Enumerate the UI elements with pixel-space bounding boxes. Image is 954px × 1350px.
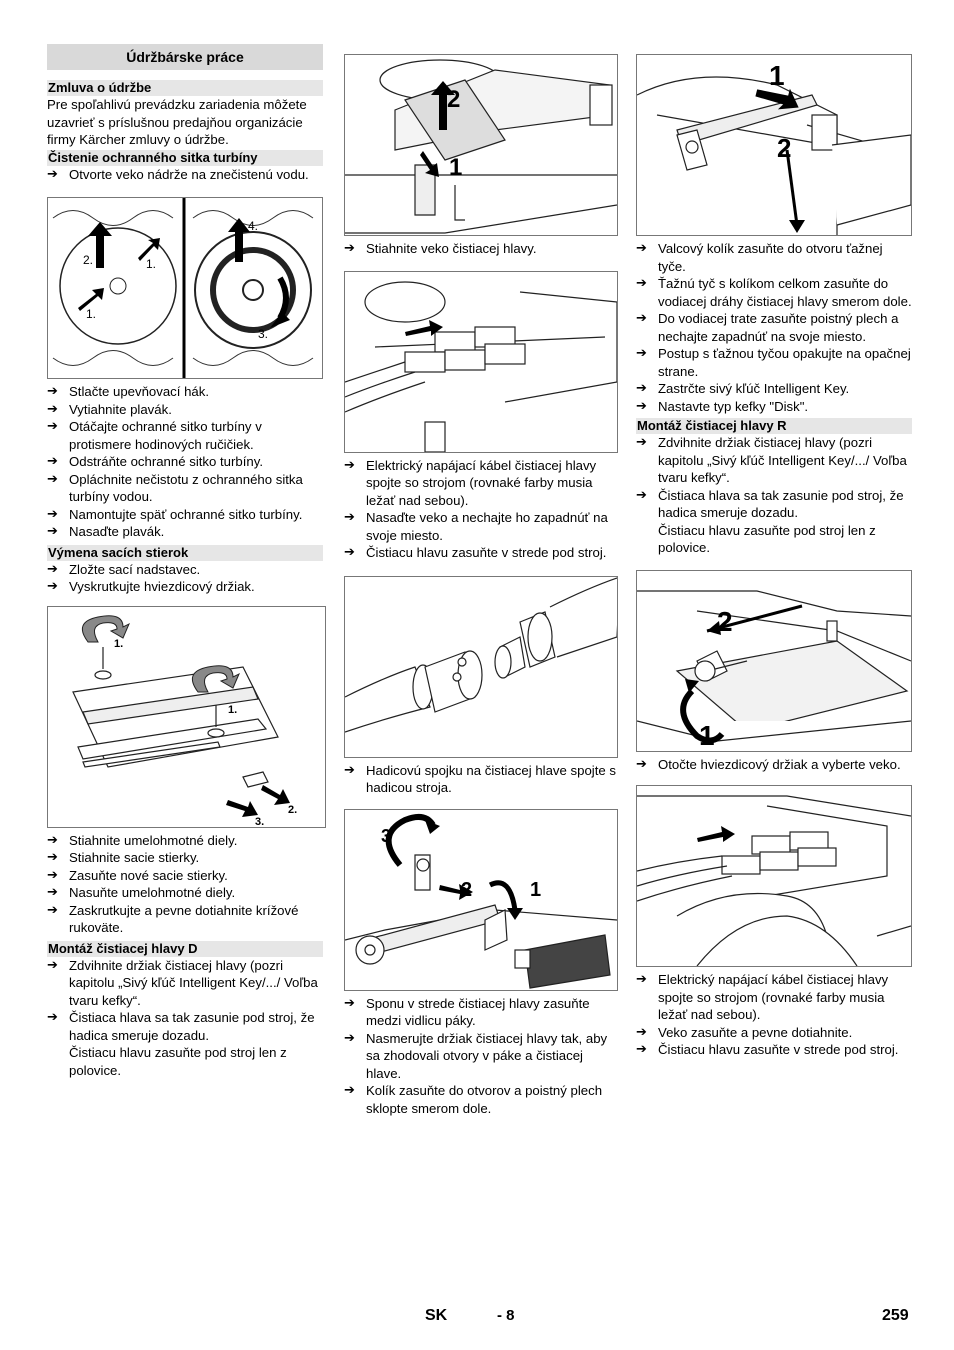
footer-page-number: 259 bbox=[882, 1307, 909, 1324]
figure-label: 1. bbox=[146, 257, 156, 271]
figure-head-cover: 2 1 bbox=[344, 54, 618, 236]
list-item: Elektrický napájací kábel čistiacej hlav… bbox=[636, 971, 912, 1024]
section-heading-turbine-sieve: Čistenie ochranného sitka turbíny bbox=[47, 149, 323, 166]
figure-star-knob: 2 1 bbox=[636, 569, 912, 752]
mount-d-note: Čistiacu hlavu zasuňte pod stroj len z p… bbox=[69, 1045, 287, 1078]
column-3: 1 2 Valcový kolík zasuňte do otvoru ťažn… bbox=[636, 44, 912, 1059]
list-item: Sponu v strede čistiacej hlavy zasuňte m… bbox=[344, 995, 620, 1030]
section-heading-maintenance-contract: Zmluva o údržbe bbox=[47, 80, 323, 96]
list-item: Ťažnú tyč s kolíkom celkom zasuňte do vo… bbox=[636, 275, 912, 310]
list-item: Vyskrutkujte hviezdicový držiak. bbox=[47, 578, 323, 596]
lever-pin-steps-list: Sponu v strede čistiacej hlavy zasuňte m… bbox=[344, 995, 620, 1118]
squeegee-steps-after-list: Stiahnite umelohmotné diely. Stiahnite s… bbox=[47, 832, 323, 937]
figure-hose-coupling bbox=[344, 575, 618, 758]
figure-label: 1. bbox=[114, 638, 123, 650]
list-item: Namontujte späť ochranné sitko turbíny. bbox=[47, 506, 323, 524]
figure-label: 1. bbox=[228, 704, 237, 716]
figure-label: 2 bbox=[717, 606, 733, 637]
list-item: Do vodiacej trate zasuňte poistný plech … bbox=[636, 310, 912, 345]
power-cable-r-steps-list: Elektrický napájací kábel čistiacej hlav… bbox=[636, 971, 912, 1059]
list-item: Vytiahnite plavák. bbox=[47, 401, 323, 419]
tow-bar-steps-list: Valcový kolík zasuňte do otvoru ťažnej t… bbox=[636, 240, 912, 415]
list-item: Elektrický napájací kábel čistiacej hlav… bbox=[344, 457, 620, 510]
head-cover-step-list: Stiahnite veko čistiacej hlavy. bbox=[344, 240, 620, 258]
list-item: Zložte sací nadstavec. bbox=[47, 561, 323, 579]
list-item: Veko zasuňte a pevne dotiahnite. bbox=[636, 1024, 912, 1042]
list-item: Stlačte upevňovací hák. bbox=[47, 383, 323, 401]
figure-label: 2 bbox=[777, 133, 791, 163]
hose-coupling-step-list: Hadicovú spojku na čistiacej hlave spojt… bbox=[344, 762, 620, 797]
figure-label: 3. bbox=[255, 816, 264, 827]
list-item: Postup s ťažnou tyčou opakujte na opačne… bbox=[636, 345, 912, 380]
figure-tow-bar: 1 2 bbox=[636, 54, 912, 236]
list-item: Zastrčte sivý kľúč Intelligent Key. bbox=[636, 380, 912, 398]
power-cable-steps-list: Elektrický napájací kábel čistiacej hlav… bbox=[344, 457, 620, 562]
list-item: Nastavte typ kefky "Disk". bbox=[636, 398, 912, 416]
turbine-step-before-list: Otvorte veko nádrže na znečistenú vodu. bbox=[47, 166, 323, 184]
section-heading-mount-d: Montáž čistiacej hlavy D bbox=[47, 940, 323, 957]
star-knob-step-list: Otočte hviezdicový držiak a vyberte veko… bbox=[636, 756, 912, 774]
figure-label: 2. bbox=[288, 804, 297, 816]
list-item: Zdvihnite držiak čistiacej hlavy (pozri … bbox=[636, 434, 912, 487]
column-1: Údržbárske práce Zmluva o údržbe Pre spo… bbox=[47, 44, 326, 1079]
column-2: 2 1 Stiahnite veko čistiacej hlavy. bbox=[344, 44, 620, 1117]
figure-label: 2 bbox=[447, 86, 460, 113]
figure-label: 3 bbox=[381, 826, 391, 846]
list-item: Čistiaca hlava sa tak zasunie pod stroj,… bbox=[636, 487, 912, 522]
list-item: Otočte hviezdicový držiak a vyberte veko… bbox=[636, 756, 912, 774]
main-heading: Údržbárske práce bbox=[47, 44, 323, 70]
figure-label: 4. bbox=[248, 219, 258, 233]
mount-d-steps-list: Zdvihnite držiak čistiacej hlavy (pozri … bbox=[47, 957, 323, 1045]
figure-label: 1 bbox=[530, 879, 541, 901]
figure-label: 1 bbox=[769, 60, 785, 91]
mount-r-steps-list: Zdvihnite držiak čistiacej hlavy (pozri … bbox=[636, 434, 912, 522]
figure-power-cable bbox=[344, 270, 618, 453]
list-item: Stiahnite sacie stierky. bbox=[47, 849, 323, 867]
list-item: Stiahnite veko čistiacej hlavy. bbox=[344, 240, 620, 258]
footer-language: SK bbox=[425, 1307, 448, 1324]
section-heading-squeegee: Výmena sacích stierok bbox=[47, 544, 323, 561]
figure-squeegee: 1. 1. 2. 3. bbox=[47, 605, 326, 828]
figure-label: 2 bbox=[461, 879, 472, 901]
figure-power-cable-r bbox=[636, 785, 912, 967]
list-item: Otvorte veko nádrže na znečistenú vodu. bbox=[47, 166, 323, 184]
figure-label: 2. bbox=[83, 253, 93, 267]
list-item: Nasmerujte držiak čistiacej hlavy tak, a… bbox=[344, 1030, 620, 1083]
figure-label: 1. bbox=[86, 307, 96, 321]
list-item: Kolík zasuňte do otvorov a poistný plech… bbox=[344, 1082, 620, 1117]
list-item: Valcový kolík zasuňte do otvoru ťažnej t… bbox=[636, 240, 912, 275]
list-item: Hadicovú spojku na čistiacej hlave spojt… bbox=[344, 762, 620, 797]
list-item: Otáčajte ochranné sitko turbíny v protis… bbox=[47, 418, 323, 453]
maintenance-contract-text: Pre spoľahlivú prevádzku zariadenia môže… bbox=[47, 97, 307, 147]
figure-label: 1 bbox=[699, 720, 715, 751]
figure-label: 1 bbox=[449, 154, 462, 181]
list-item: Opláchnite nečistotu z ochranného sitka … bbox=[47, 471, 323, 506]
figure-label: 3. bbox=[258, 327, 268, 341]
squeegee-steps-before-list: Zložte sací nadstavec. Vyskrutkujte hvie… bbox=[47, 561, 323, 596]
list-item: Čistiacu hlavu zasuňte v strede pod stro… bbox=[344, 544, 620, 562]
list-item: Čistiacu hlavu zasuňte v strede pod stro… bbox=[636, 1041, 912, 1059]
footer-section: - 8 bbox=[497, 1307, 515, 1324]
list-item: Nasaďte plavák. bbox=[47, 523, 323, 541]
list-item: Zdvihnite držiak čistiacej hlavy (pozri … bbox=[47, 957, 323, 1010]
list-item: Zasuňte nové sacie stierky. bbox=[47, 867, 323, 885]
list-item: Zaskrutkujte a pevne dotiahnite krížové … bbox=[47, 902, 323, 937]
turbine-steps-list: Stlačte upevňovací hák. Vytiahnite plavá… bbox=[47, 383, 323, 541]
figure-lever-pin: 3 2 1 bbox=[344, 808, 618, 991]
list-item: Nasaďte veko a nechajte ho zapadnúť na s… bbox=[344, 509, 620, 544]
list-item: Stiahnite umelohmotné diely. bbox=[47, 832, 323, 850]
list-item: Odstráňte ochranné sitko turbíny. bbox=[47, 453, 323, 471]
list-item: Nasuňte umelohmotné diely. bbox=[47, 884, 323, 902]
section-heading-mount-r: Montáž čistiacej hlavy R bbox=[636, 418, 912, 434]
list-item: Čistiaca hlava sa tak zasunie pod stroj,… bbox=[47, 1009, 323, 1044]
figure-turbine-sieve: 2. 1. 1. 4. 3. bbox=[47, 197, 323, 379]
mount-r-note: Čistiacu hlavu zasuňte pod stroj len z p… bbox=[658, 522, 876, 556]
